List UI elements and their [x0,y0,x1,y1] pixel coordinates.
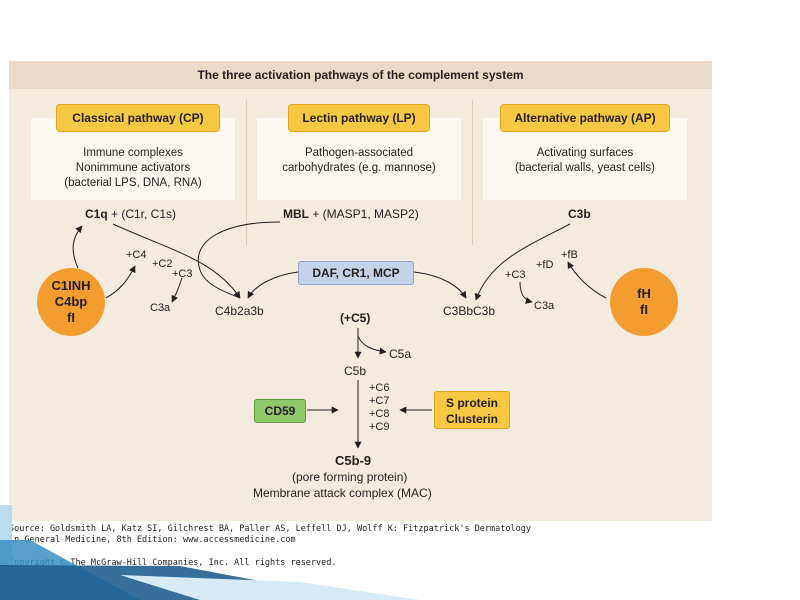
stripe-pale [120,575,420,600]
divider-right [472,100,473,245]
arrow-c3a-right [519,281,533,304]
c3-right-label: +C3 [505,269,526,281]
arrow-regulator-to-c4b2a3b [247,271,299,299]
c3a-right-label: C3a [534,300,555,312]
arrow-mbl-to-c4b2a3b [197,221,281,299]
arrow-inhibitor-to-cascade [105,265,136,299]
c3-left-label: +C3 [172,268,193,280]
c5b9-label: C5b-9 [335,453,372,468]
c1q-node: C1q + (C1r, C1s) [85,207,176,221]
divider-left [246,100,247,245]
fi-right-label: fI [640,302,648,317]
c2-label: +C2 [152,258,173,270]
classical-description: Immune complexes Nonimmune activators (b… [64,147,202,189]
c6-label: +C6 [369,382,390,394]
classical-pathway-label: Classical pathway (CP) [56,104,220,132]
arrow-c3b-to-c3bbc3b [474,223,571,301]
alternative-pathway-label: Alternative pathway (AP) [500,104,670,132]
fi-left-label: fI [67,310,75,325]
s-protein-label: S protein [445,396,498,410]
diagram-title: The three activation pathways of the com… [9,61,712,89]
arrow-fh-to-cascade [567,261,607,299]
lectin-pathway-label: Lectin pathway (LP) [288,104,430,132]
c4b2a3b-label: C4b2a3b [215,304,264,318]
c1q-label: C1q [85,207,108,221]
c3a-left-label: C3a [150,302,171,314]
right-inhibitor-circle: fH fI [610,268,678,336]
c1inh-label: C1INH [51,278,91,293]
pore-label: (pore forming protein) [292,470,408,484]
c5-label: (+C5) [340,311,371,325]
mbl-node: MBL + (MASP1, MASP2) [283,207,419,221]
mbl-complex-label: + (MASP1, MASP2) [309,207,419,221]
s-protein-box: S protein Clusterin [434,391,510,429]
c1q-complex-label: + (C1r, C1s) [107,207,177,221]
copyright-line: Copyright © The McGraw-Hill Companies, I… [9,558,337,568]
fb-label: +fB [561,249,578,261]
c9-label: +C9 [369,421,390,433]
arrow-inhibitor-to-c1q [72,225,83,269]
left-inhibitor-circle: C1INH C4bp fI [37,268,105,336]
c4bp-label: C4bp [54,294,88,309]
arrow-regulator-to-c3bbc3b [413,271,467,299]
c5a-label: C5a [389,347,412,361]
alternative-description: Activating surfaces (bacterial walls, ye… [515,147,655,174]
fh-label: fH [637,286,651,301]
c5b-label: C5b [344,364,367,378]
cd59-box: CD59 [254,399,306,423]
mac-label: Membrane attack complex (MAC) [253,486,432,500]
arrow-c3a-left [171,277,183,303]
c7-label: +C7 [369,395,390,407]
source-line-2: in General Medicine, 8th Edition: www.ac… [9,535,296,545]
c4-label: +C4 [126,249,147,261]
lectin-description: Pathogen-associated carbohydrates (e.g. … [282,147,436,174]
regulator-box: DAF, CR1, MCP [298,261,414,285]
arrow-c1q-to-c4b2a3b [112,223,241,299]
clusterin-label: Clusterin [445,412,498,426]
source-line-1: Source: Goldsmith LA, Katz SI, Gilchrest… [9,524,531,534]
arrow-c5a [357,335,387,355]
mbl-label: MBL [283,207,309,221]
c3b-label: C3b [568,207,591,221]
fd-label: +fD [536,259,554,271]
c8-label: +C8 [369,408,390,420]
c3bbc3b-label: C3BbC3b [443,304,496,318]
